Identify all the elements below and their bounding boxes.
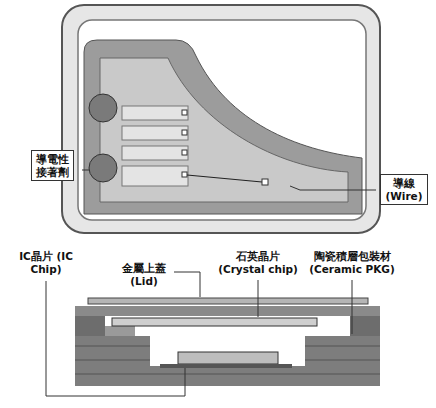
crystal-label: 石英晶片 (Crystal chip) — [214, 248, 302, 277]
ceramic-label: 陶瓷積層包裝材 (Ceramic PKG) — [305, 248, 399, 277]
lid-label: 金屬上蓋 (Lid) — [118, 260, 170, 289]
wire-label: 導線 (Wire) — [380, 174, 428, 205]
adhesive-label: 導電性 接著劑 — [31, 150, 74, 181]
ic-chip-label: IC晶片 (IC Chip) — [16, 248, 76, 277]
